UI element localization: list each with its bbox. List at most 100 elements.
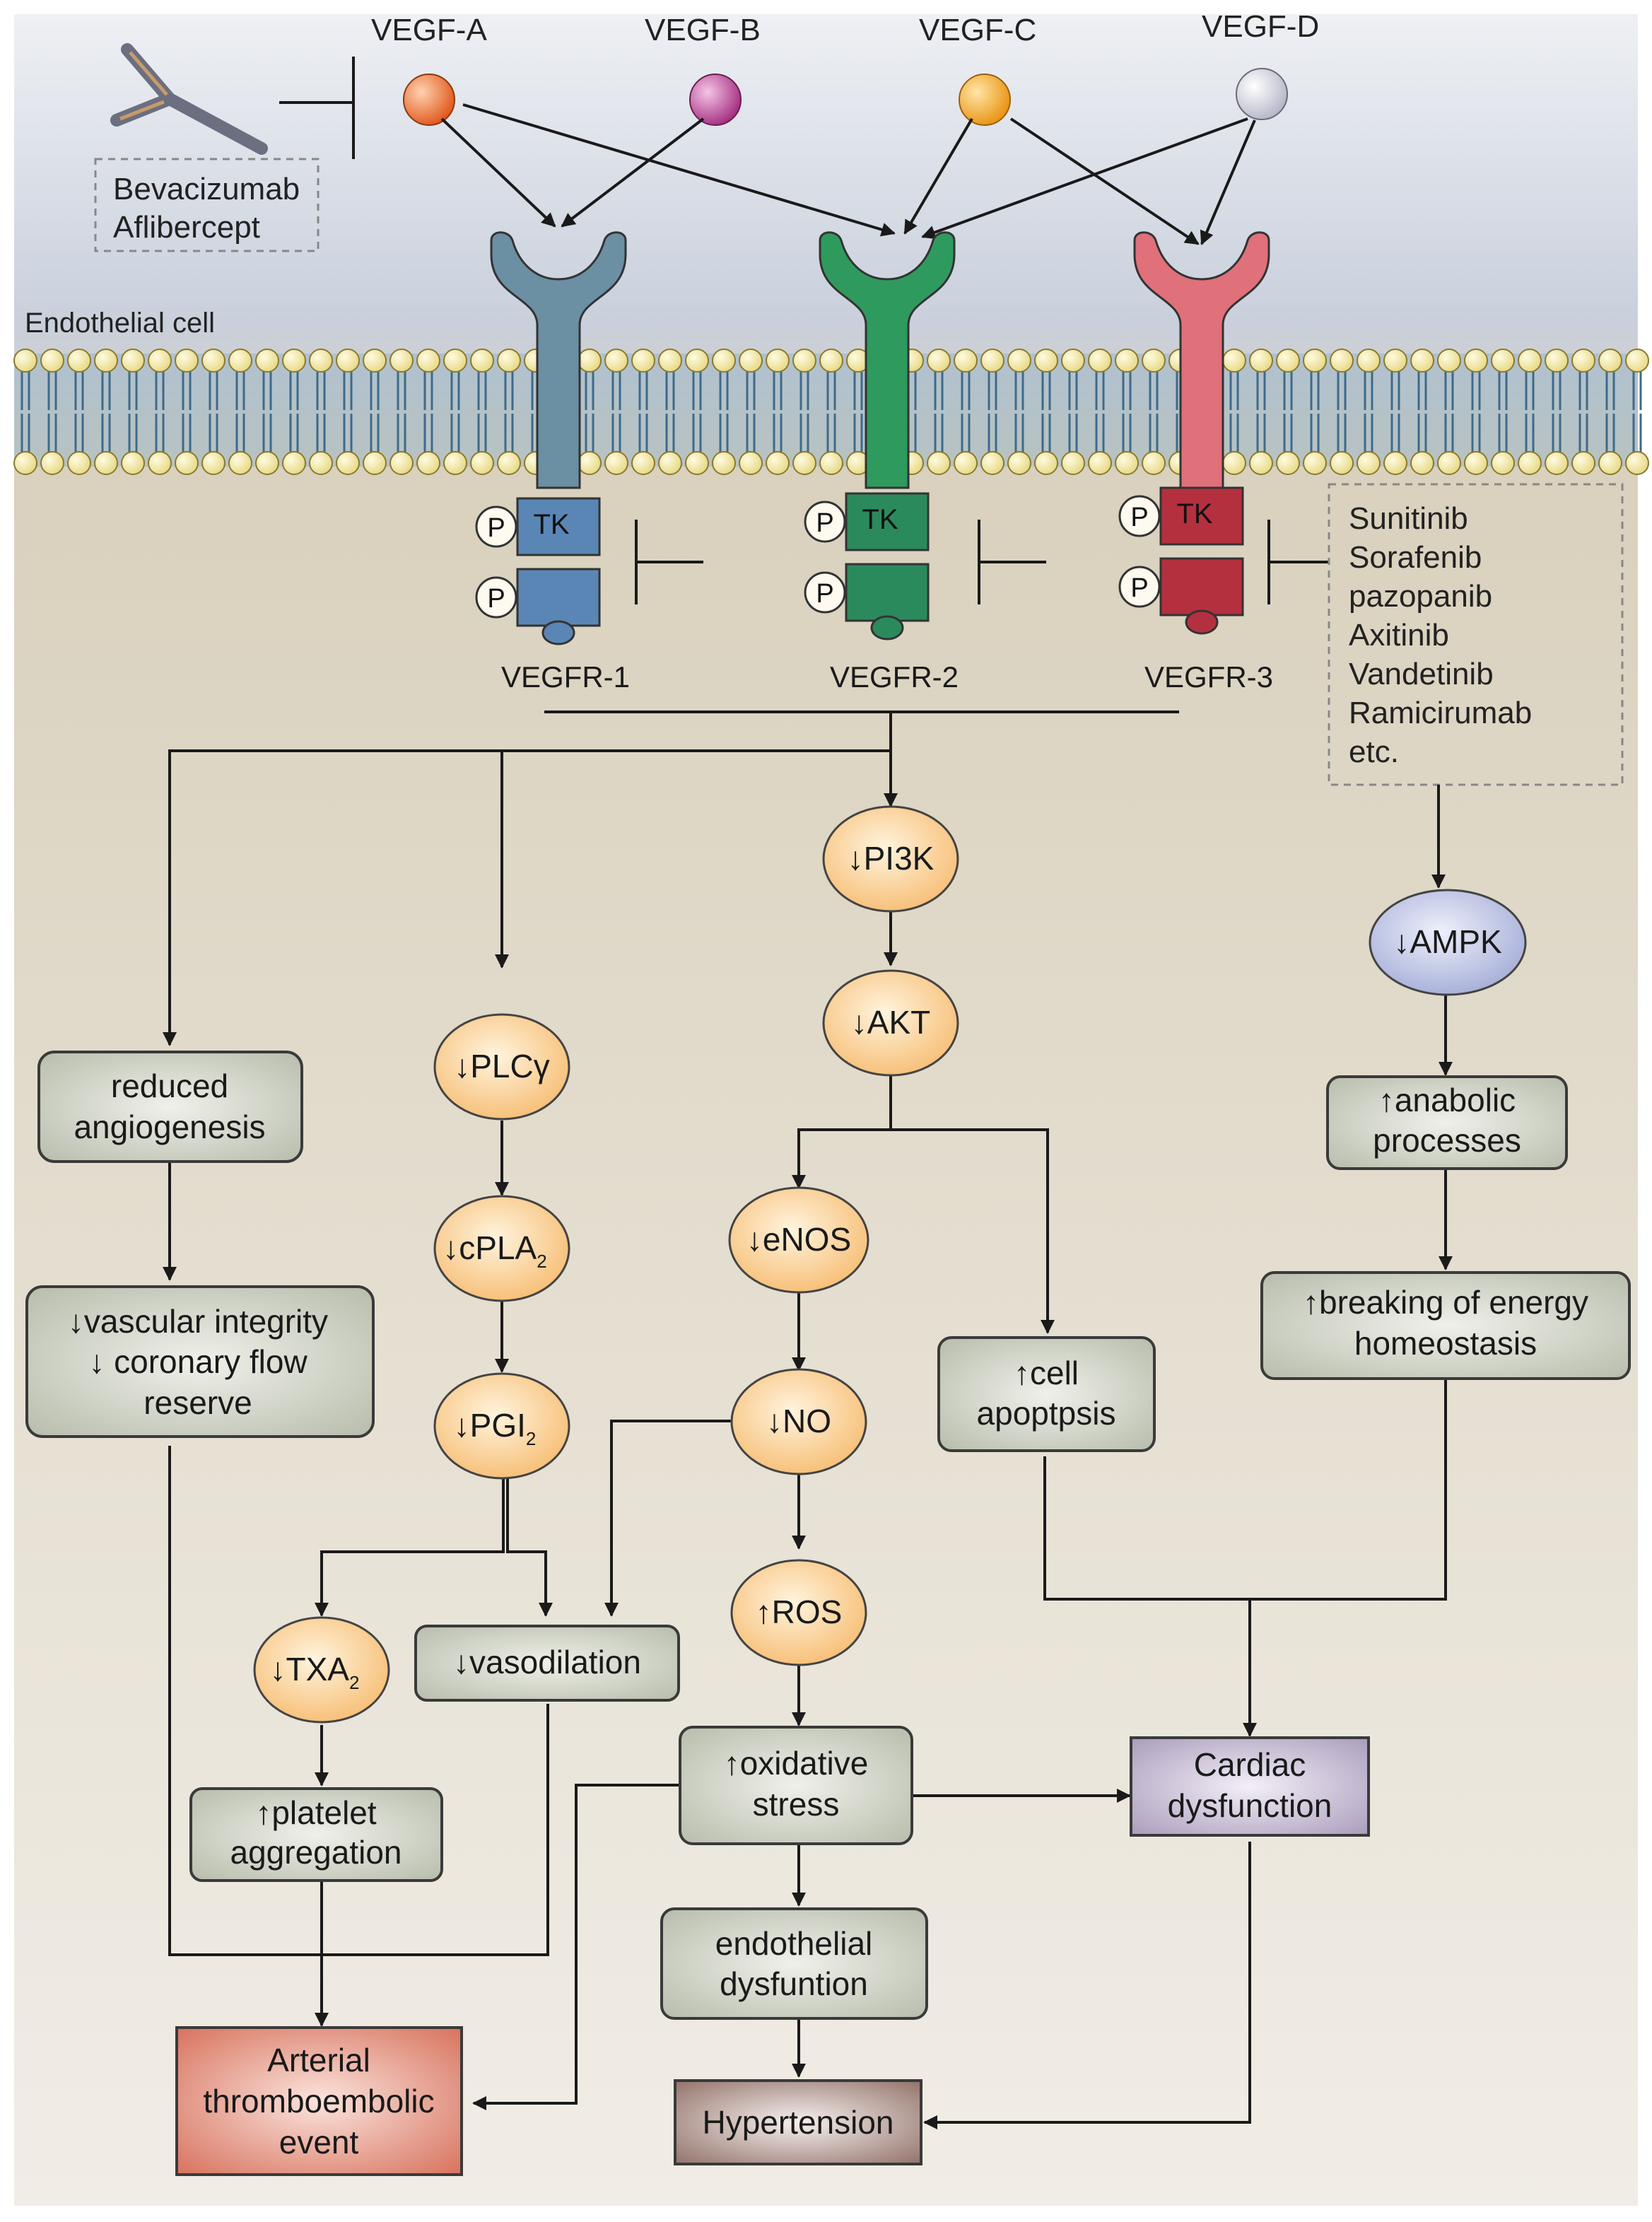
node-oxidative: ↑oxidative stress — [679, 1726, 913, 1845]
node-hypertension-label: Hypertension — [702, 2104, 894, 2141]
kinase-domain-vegfr-1 — [516, 568, 601, 627]
ligand-vegf-d: VEGF-D — [1202, 9, 1319, 120]
node-pi3k-label: ↓PI3K — [848, 840, 935, 877]
phospho-vegfr-2-1 — [804, 571, 846, 614]
node-apoptosis: ↑cell apoptpsis — [937, 1336, 1156, 1452]
tki-drug-box — [1328, 483, 1624, 786]
flow-edges — [163, 712, 1453, 2129]
node-reduced-angiogenesis-line2: angiogenesis — [74, 1109, 265, 1145]
node-reduced-angiogenesis: reduced angiogenesis — [37, 1051, 303, 1163]
node-energy-line1: ↑breaking of energy — [1303, 1284, 1588, 1321]
tki-drug-6: etc. — [1349, 735, 1399, 769]
node-platelet-line2: aggregation — [230, 1834, 402, 1871]
node-ampk-label: ↓AMPK — [1393, 923, 1502, 960]
phospho-vegfr-1-0 — [475, 505, 517, 548]
tki-drug-5: Ramicirumab — [1349, 696, 1532, 730]
receptor-vegfr-3: TK P P VEGFR-3 — [1118, 231, 1273, 694]
node-hypertension: Hypertension — [674, 2079, 922, 2165]
ligand-vegf-c: VEGF-C — [919, 13, 1036, 126]
tki-drug-4: Vandetinib — [1349, 657, 1494, 691]
node-plcg: ↓PLCγ — [433, 1013, 570, 1121]
node-vascular-integrity-line3: reserve — [143, 1384, 252, 1421]
phospho-label-vegfr-3-1: P — [1130, 573, 1148, 603]
node-vasodilation: ↓vasodilation — [414, 1625, 680, 1702]
node-anabolic-line1: ↑anabolic — [1378, 1082, 1516, 1118]
node-anabolic: ↑anabolic processes — [1326, 1075, 1568, 1170]
node-energy-line2: homeostasis — [1354, 1325, 1537, 1362]
tki-drug-3: Axitinib — [1349, 618, 1449, 653]
node-plcg-label: ↓PLCγ — [454, 1048, 549, 1084]
kinase-domain-vegfr-2 — [845, 563, 930, 622]
node-endothelial-dysfunction-line1: endothelial — [715, 1925, 873, 1962]
node-akt: ↓AKT — [822, 969, 959, 1077]
node-txa2-label: ↓TXA2 — [270, 1651, 360, 1693]
tk-label-vegfr-2: TK — [862, 504, 898, 535]
tk-label-vegfr-1: TK — [533, 509, 569, 540]
tki-inhibitions — [635, 520, 1329, 604]
phospho-vegfr-1-1 — [475, 576, 517, 619]
drug-aflibercept: Aflibercept — [113, 210, 260, 245]
ligand-label-vegf-b: VEGF-B — [645, 13, 761, 47]
node-arterial-line3: event — [279, 2124, 359, 2160]
ligand-vegf-a: VEGF-A — [371, 13, 487, 126]
node-enos: ↓eNOS — [728, 1186, 869, 1294]
node-energy: ↑breaking of energy homeostasis — [1260, 1271, 1631, 1380]
node-cardiac-dysfunction: Cardiac dysfunction — [1130, 1736, 1370, 1837]
tki-drug-1: Sorafenib — [1349, 540, 1482, 575]
receptor-label-vegfr-3: VEGFR-3 — [1144, 660, 1273, 694]
antibody-drug-box — [94, 158, 320, 252]
tk-domain-vegfr-1 — [516, 497, 601, 556]
cell-membrane — [13, 349, 1649, 475]
node-cardiac-dysfunction-line1: Cardiac — [1194, 1746, 1306, 1783]
phospho-label-vegfr-1-0: P — [487, 513, 505, 543]
membrane-label: Endothelial cell — [25, 308, 215, 339]
tki-drug-0: Sunitinib — [1349, 501, 1468, 536]
phospho-vegfr-3-0 — [1118, 495, 1161, 537]
node-arterial-line2: thromboembolic — [203, 2083, 434, 2119]
tki-drug-2: pazopanib — [1349, 579, 1492, 614]
node-pgi2-label: ↓PGI2 — [454, 1407, 537, 1449]
node-txa2: ↓TXA2 — [253, 1616, 390, 1724]
node-oxidative-line2: stress — [753, 1786, 840, 1823]
phospho-label-vegfr-3-0: P — [1130, 503, 1148, 532]
node-ampk: ↓AMPK — [1369, 889, 1527, 996]
node-apoptosis-line1: ↑cell — [1014, 1355, 1079, 1391]
node-endothelial-dysfunction: endothelial dysfuntion — [660, 1907, 928, 2020]
ligand-vegf-b: VEGF-B — [645, 13, 761, 126]
phospho-label-vegfr-2-1: P — [816, 579, 833, 609]
tk-domain-vegfr-3 — [1159, 486, 1244, 546]
phospho-vegfr-2-0 — [804, 501, 846, 543]
phospho-label-vegfr-2-0: P — [816, 508, 833, 538]
node-no-label: ↓NO — [766, 1403, 831, 1439]
node-pgi2: ↓PGI2 — [433, 1372, 570, 1480]
node-arterial-thromboembolic: Arterial thromboembolic event — [175, 2026, 463, 2176]
node-enos-label: ↓eNOS — [746, 1221, 851, 1258]
node-vascular-integrity: ↓vascular integrity ↓ coronary flow rese… — [25, 1285, 375, 1438]
node-endothelial-dysfunction-line2: dysfuntion — [720, 1965, 868, 2002]
node-cardiac-dysfunction-line2: dysfunction — [1168, 1787, 1332, 1824]
node-no: ↓NO — [730, 1368, 867, 1475]
node-ros: ↑ROS — [730, 1559, 867, 1666]
ligand-label-vegf-a: VEGF-A — [371, 13, 487, 47]
phospho-vegfr-3-1 — [1118, 566, 1161, 608]
ligand-label-vegf-d: VEGF-D — [1202, 9, 1319, 44]
node-reduced-angiogenesis-line1: reduced — [111, 1068, 228, 1104]
node-vascular-integrity-line1: ↓vascular integrity — [68, 1303, 328, 1340]
node-akt-label: ↓AKT — [851, 1004, 930, 1041]
tk-label-vegfr-3: TK — [1176, 498, 1212, 530]
node-cpla2-label: ↓cPLA2 — [443, 1229, 546, 1272]
node-arterial-line1: Arterial — [267, 2042, 370, 2078]
node-apoptosis-line2: apoptpsis — [977, 1395, 1116, 1432]
ligand-label-vegf-c: VEGF-C — [919, 13, 1036, 47]
node-anabolic-line2: processes — [1373, 1122, 1521, 1159]
phospho-label-vegfr-1-1: P — [487, 584, 505, 614]
tk-domain-vegfr-2 — [845, 492, 930, 551]
node-platelet: ↑platelet aggregation — [189, 1787, 443, 1882]
drug-bevacizumab: Bevacizumab — [113, 172, 300, 206]
node-pi3k: ↓PI3K — [822, 805, 959, 913]
